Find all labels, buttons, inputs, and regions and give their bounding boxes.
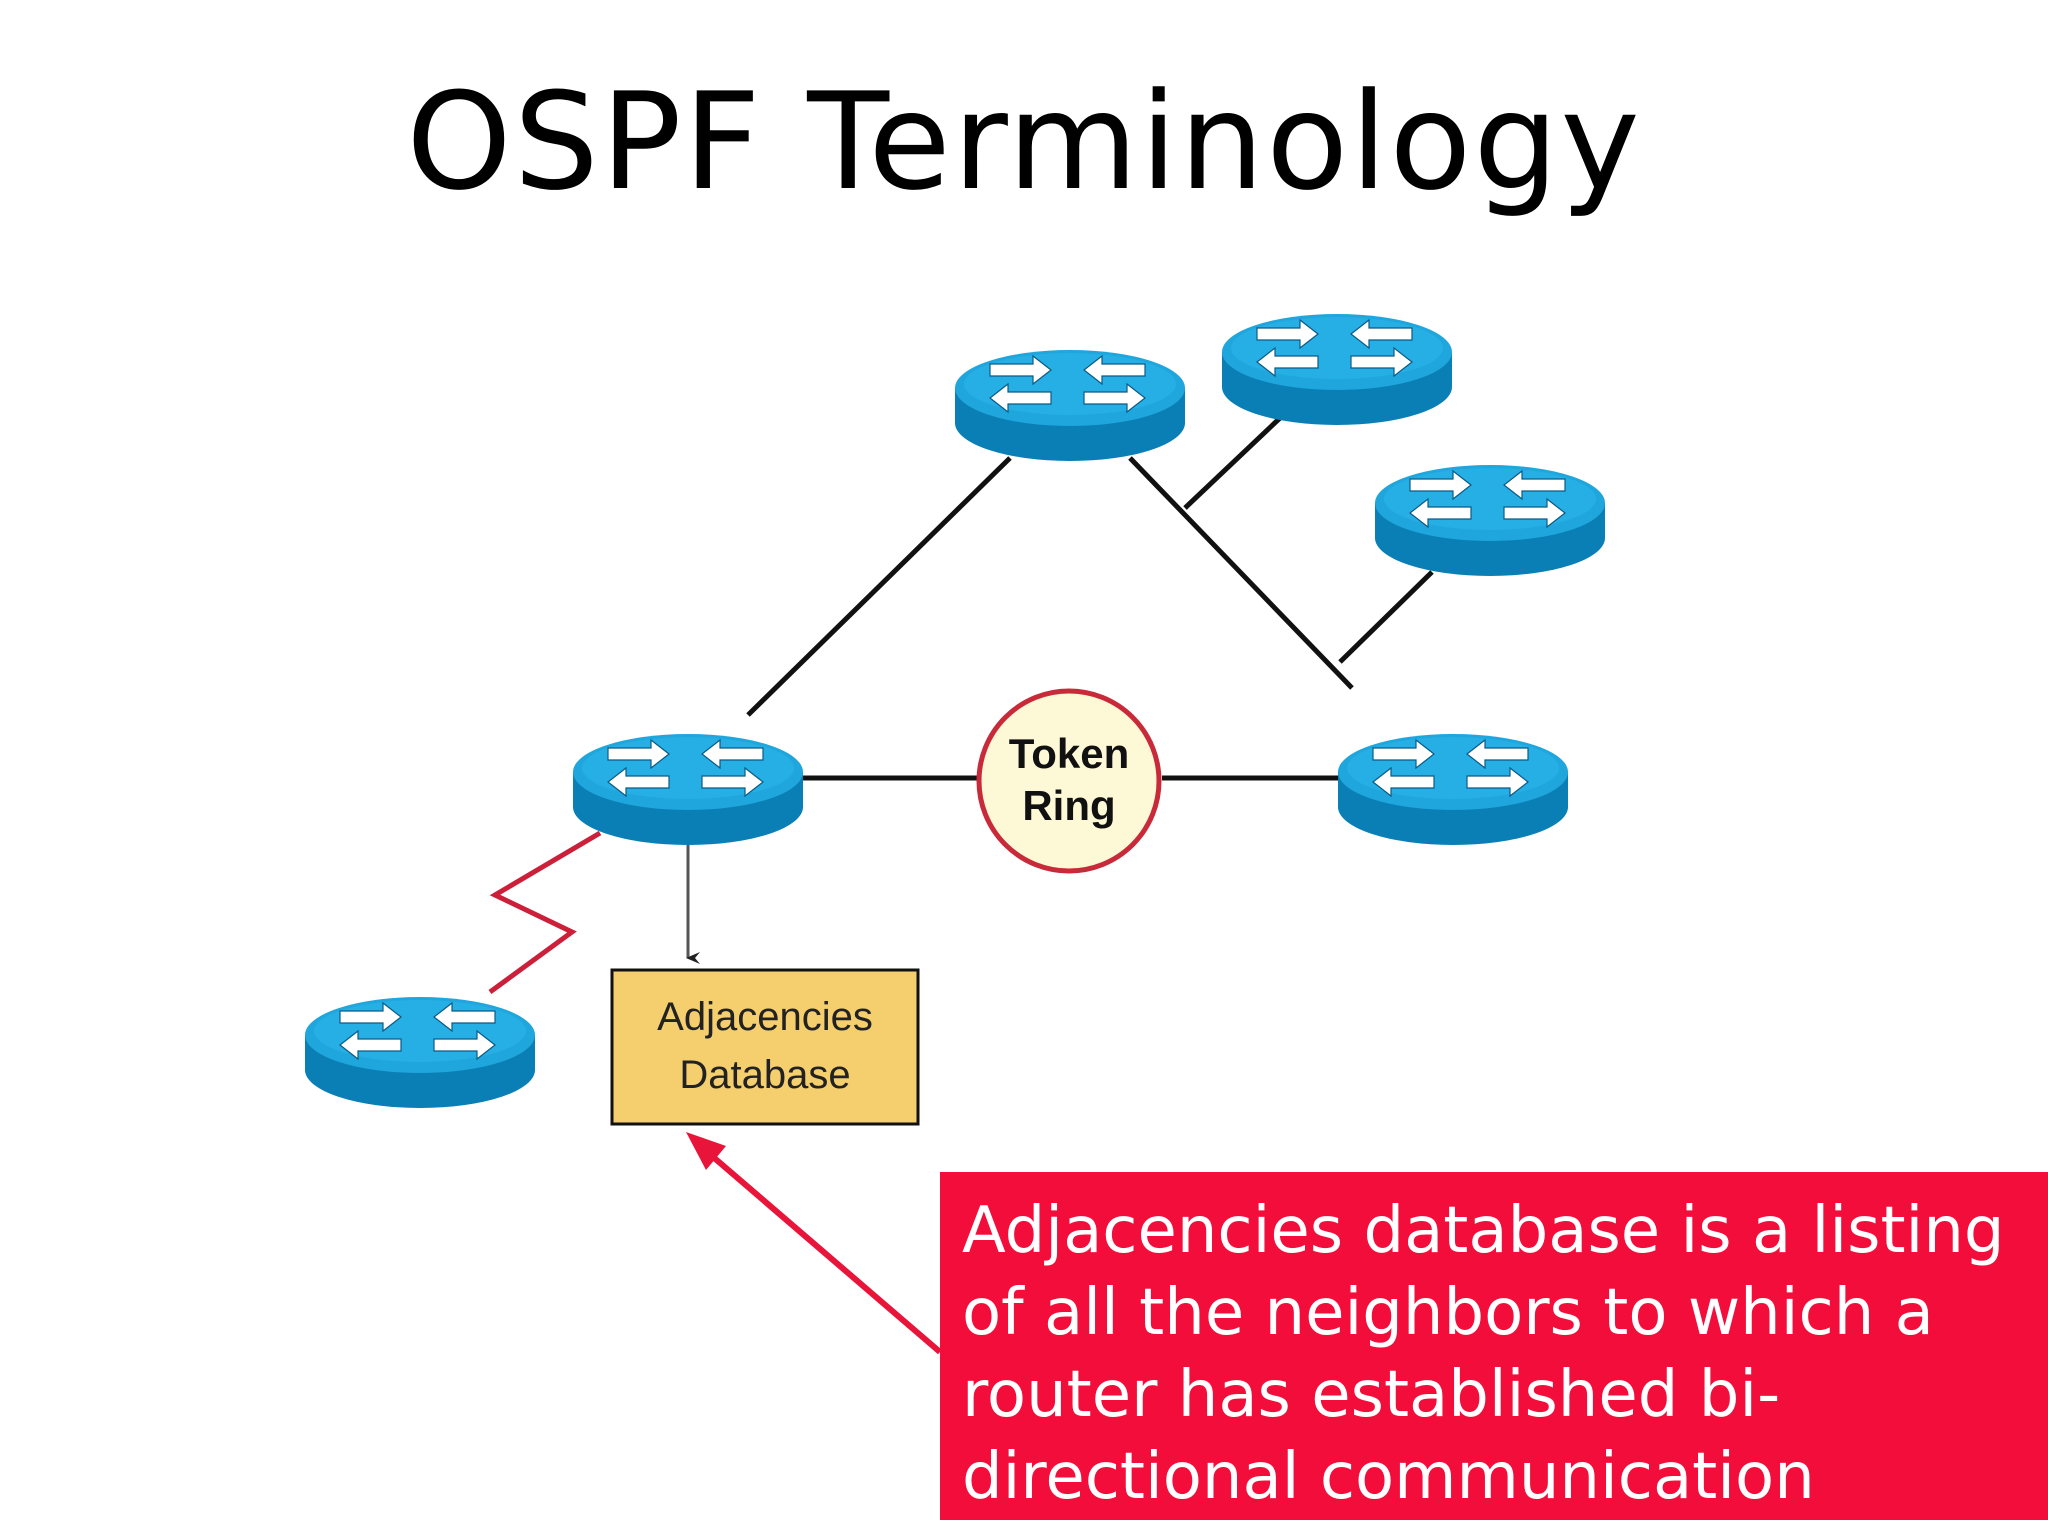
token-ring-icon: Token Ring bbox=[976, 688, 1162, 874]
network-links bbox=[746, 416, 1434, 781]
router-icon bbox=[573, 733, 803, 846]
router-icon bbox=[1338, 733, 1568, 846]
link-top-branch bbox=[1183, 416, 1282, 510]
callout-line-2: of all the neighbors to which a bbox=[962, 1276, 1934, 1350]
callout-line-4: directional communication bbox=[962, 1440, 1815, 1514]
token-ring-label-line-2: Ring bbox=[1022, 782, 1115, 829]
router-icon bbox=[1222, 313, 1452, 426]
callout-line-1: Adjacencies database is a listing bbox=[962, 1194, 2005, 1268]
pointer-arrow bbox=[686, 1132, 942, 1355]
database-label-line-1: Adjacencies bbox=[657, 995, 873, 1039]
link-right-branch bbox=[1338, 570, 1434, 664]
token-ring-label-line-1: Token bbox=[1009, 730, 1130, 777]
router-icon bbox=[305, 996, 535, 1109]
link-top-right bbox=[1128, 456, 1354, 690]
callout-line-3: router has established bi- bbox=[962, 1358, 1781, 1432]
callout-box: Adjacencies database is a listing of all… bbox=[940, 1172, 2048, 1520]
serial-link bbox=[488, 830, 602, 995]
adjacencies-database-box: Adjacencies Database bbox=[610, 968, 920, 1126]
slide-title: OSPF Terminology bbox=[406, 64, 1642, 220]
router-icon bbox=[955, 349, 1185, 462]
router-icon bbox=[1375, 464, 1605, 577]
link-left-top bbox=[746, 456, 1012, 717]
database-label-line-2: Database bbox=[679, 1053, 850, 1097]
